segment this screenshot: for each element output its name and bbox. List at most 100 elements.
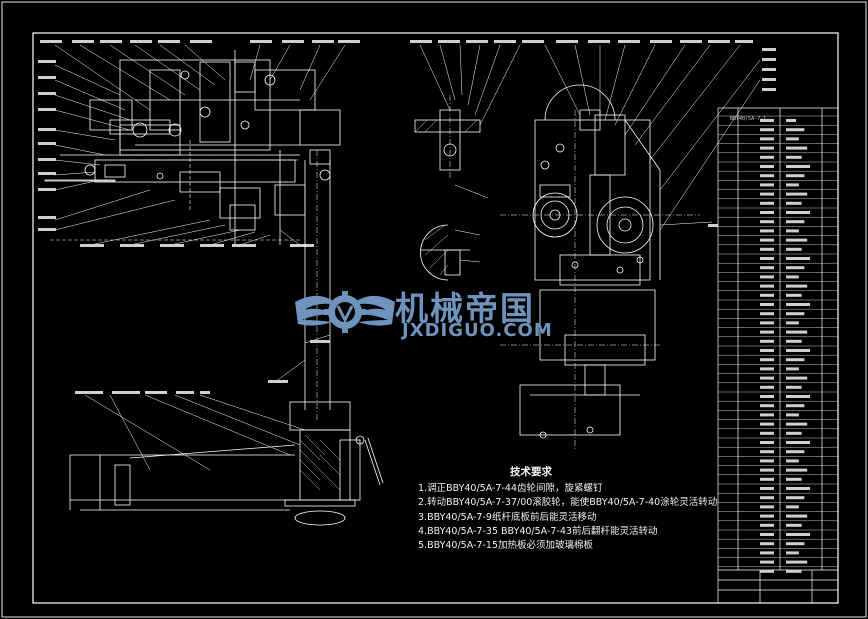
table-cell-mark <box>760 238 774 242</box>
table-cell-mark <box>760 358 774 362</box>
table-cell-mark <box>786 422 808 426</box>
parts-table-rows <box>718 115 838 567</box>
table-cell-mark <box>786 349 810 352</box>
left-tags <box>38 40 360 247</box>
table-cell-mark <box>786 533 810 536</box>
table-cell-mark <box>786 183 799 187</box>
table-cell-mark <box>786 321 799 325</box>
table-cell-mark <box>786 128 805 132</box>
table-cell-mark <box>760 330 774 334</box>
table-cell-mark <box>786 330 808 334</box>
left-dashes <box>50 140 300 241</box>
table-cell-mark <box>786 293 802 297</box>
table-cell-mark <box>760 560 774 564</box>
column-hatch <box>299 434 341 491</box>
table-cell-mark <box>760 468 774 472</box>
table-cell-mark <box>786 137 799 141</box>
table-cell-mark <box>786 523 802 527</box>
table-cell-mark <box>760 514 774 518</box>
table-cell-mark <box>786 312 805 316</box>
table-cell-mark <box>760 155 774 159</box>
table-cell-mark <box>760 247 774 251</box>
table-cell-mark <box>786 551 799 555</box>
table-cell-mark <box>786 367 799 371</box>
watermark: 机械帝国 JXDIGUO.COM <box>290 280 590 346</box>
tech-requirement-item: 4.BBY40/5A-7-35 BBY40/5A-7-43前后翻杆能灵活转动 <box>418 525 658 537</box>
table-cell-mark <box>760 211 774 214</box>
table-cell-mark <box>786 275 799 279</box>
table-cell-mark <box>760 119 774 122</box>
left-mechanism <box>44 50 341 245</box>
table-cell-mark <box>786 238 808 242</box>
table-cell-mark <box>760 220 774 224</box>
table-cell-mark <box>760 569 774 573</box>
watermark-en: JXDIGUO.COM <box>402 320 553 341</box>
table-cell-mark <box>786 569 802 573</box>
table-cell-mark <box>760 367 774 371</box>
table-cell-mark <box>760 523 774 527</box>
table-cell-mark <box>786 395 810 398</box>
table-cell-mark <box>760 257 774 260</box>
table-cell-mark <box>786 514 808 518</box>
table-cell-mark <box>786 211 810 214</box>
table-cell-mark <box>760 459 774 463</box>
table-cell-mark <box>760 441 774 444</box>
table-cell-mark <box>786 560 808 564</box>
table-cell-mark <box>760 192 774 196</box>
table-cell-mark <box>786 192 808 196</box>
table-cell-mark <box>760 413 774 417</box>
table-cell-mark <box>760 303 774 306</box>
table-cell-mark <box>760 293 774 297</box>
parts-table-labels <box>760 119 810 573</box>
tech-requirement-item: 5.BBY40/5A-7-15加热板必须加玻璃棉板 <box>418 540 593 552</box>
table-cell-mark <box>786 174 805 178</box>
table-cell-mark <box>786 477 802 481</box>
tech-requirements: 技术要求 1.调正BBY40/5A-7-44齿轮间隙，旋紧螺钉 2.转动BBY4… <box>418 465 717 553</box>
table-cell-mark <box>760 533 774 536</box>
table-cell-mark <box>760 321 774 325</box>
tech-requirement-item: 3.BBY40/5A-7-9纸杆底板前后能灵活移动 <box>418 511 597 523</box>
table-cell-mark <box>760 404 774 408</box>
table-cell-mark <box>760 542 774 546</box>
table-cell-mark <box>786 303 810 306</box>
gear-wings-icon <box>295 291 395 333</box>
table-cell-mark <box>786 431 802 435</box>
table-cell-mark <box>760 128 774 132</box>
table-cell-mark <box>760 266 774 270</box>
table-cell-mark <box>786 505 799 509</box>
table-cell-mark <box>760 284 774 288</box>
table-cell-mark <box>786 266 805 270</box>
mid-hatch <box>414 119 478 276</box>
table-cell-mark <box>786 542 805 546</box>
table-cell-mark <box>786 229 799 233</box>
table-cell-mark <box>786 201 802 205</box>
table-cell-mark <box>760 422 774 426</box>
table-cell-mark <box>760 376 774 380</box>
table-cell-mark <box>786 459 799 463</box>
table-cell-mark <box>760 165 774 168</box>
table-cell-mark <box>760 146 774 150</box>
table-cell-mark <box>760 551 774 555</box>
parts-table-header-code: BBY40/5A-7-1 <box>730 116 767 122</box>
table-cell-mark <box>760 477 774 481</box>
table-cell-mark <box>760 431 774 435</box>
column <box>284 149 384 526</box>
table-cell-mark <box>786 155 802 159</box>
table-cell-mark <box>786 284 808 288</box>
base-plate <box>69 444 296 511</box>
table-cell-mark <box>760 349 774 352</box>
table-cell-mark <box>786 165 810 168</box>
table-cell-mark <box>760 385 774 389</box>
table-cell-mark <box>760 496 774 500</box>
table-cell-mark <box>760 275 774 279</box>
table-cell-mark <box>786 376 808 380</box>
watermark-cn: 机械帝国 <box>395 289 535 328</box>
table-cell-mark <box>786 413 799 417</box>
table-cell-mark <box>786 487 810 490</box>
tech-requirement-item: 2.转动BBY40/5A-7-37/00滚胶轮，能使BBY40/5A-7-40涂… <box>418 497 718 509</box>
table-cell-mark <box>786 385 802 389</box>
table-cell-mark <box>786 358 805 362</box>
table-cell-mark <box>786 404 805 408</box>
table-cell-mark <box>786 339 802 343</box>
